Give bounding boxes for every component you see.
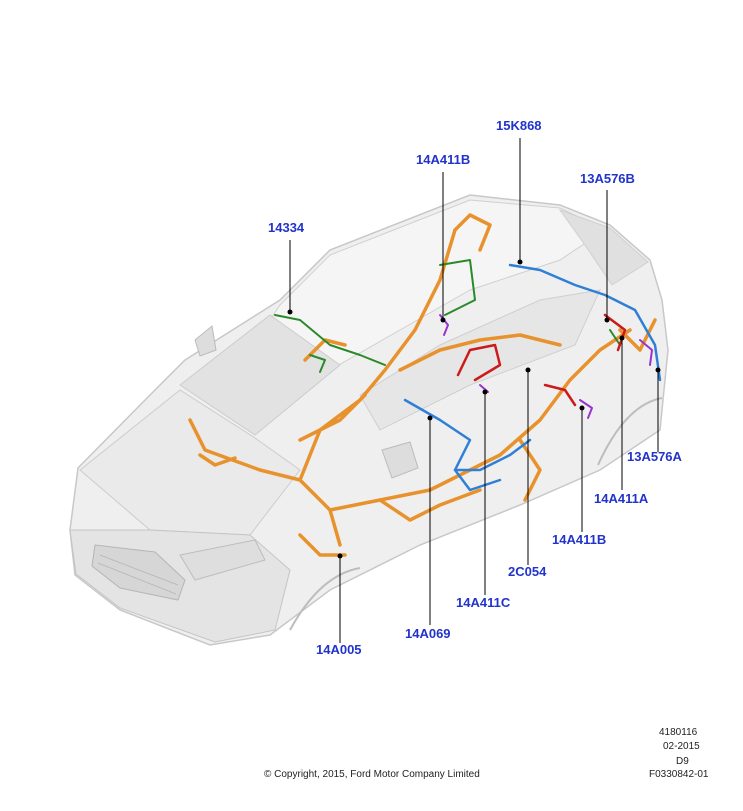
code-number: 4180116 <box>659 727 698 738</box>
callout-14A411A: 14A411A <box>594 491 649 506</box>
harness-blue <box>403 263 662 492</box>
callout-14A411B-top: 14A411B <box>416 152 471 167</box>
callout-14334: 14334 <box>268 220 305 235</box>
leader-lines <box>289 138 659 643</box>
callout-2C054: 2C054 <box>508 564 547 579</box>
callout-14A411C: 14A411C <box>456 595 511 610</box>
harness-orange <box>188 213 657 557</box>
callout-13A576B: 13A576B <box>580 171 635 186</box>
callout-14A411B-bottom: 14A411B <box>552 532 607 547</box>
harness-red <box>456 313 627 407</box>
copyright-notice: © Copyright, 2015, Ford Motor Company Li… <box>264 769 480 780</box>
date-label: 02-2015 <box>663 741 700 752</box>
revision-label: D9 <box>676 756 689 767</box>
callout-15K868: 15K868 <box>496 118 542 133</box>
callout-14A005: 14A005 <box>316 642 362 657</box>
callout-14A069: 14A069 <box>405 626 451 641</box>
callout-13A576A: 13A576A <box>627 449 682 464</box>
harness-green <box>274 259 621 373</box>
figure-id: F0330842-01 <box>649 769 709 780</box>
leader-dots <box>287 259 661 559</box>
vehicle-body <box>69 194 669 646</box>
